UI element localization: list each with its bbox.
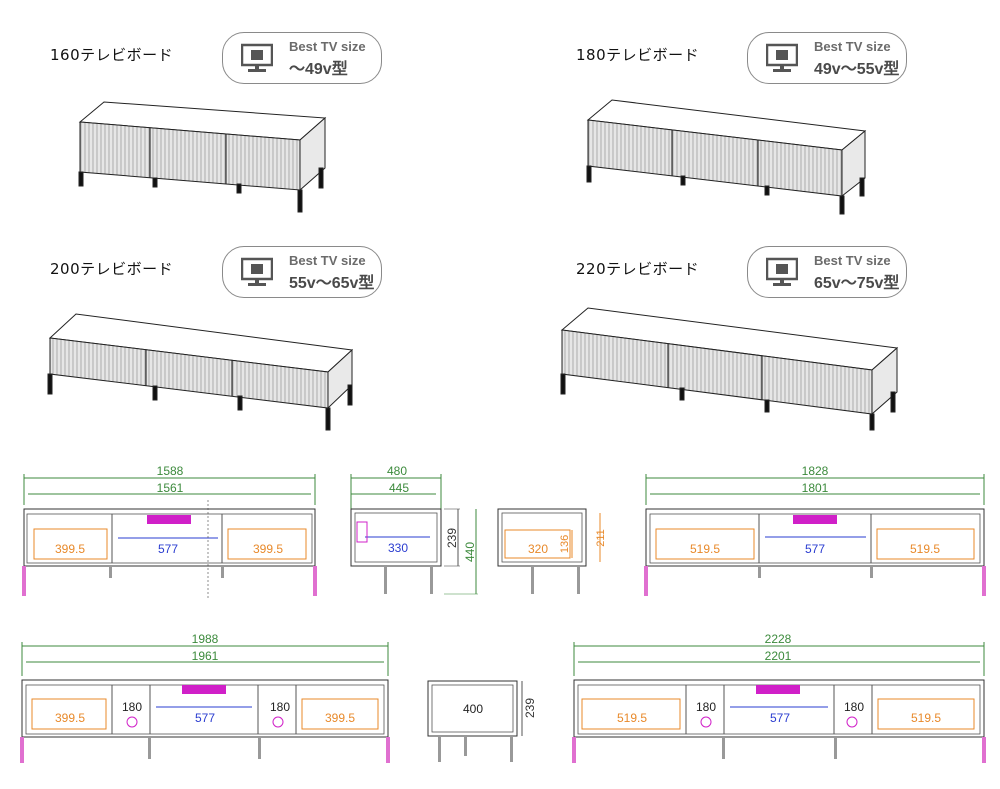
front-view-180: 1828 1801 519.5 519.5 577 [644, 464, 986, 596]
dim-160-right: 399.5 [253, 542, 283, 556]
best-tv-size-value: 49v〜55v型 [814, 61, 900, 78]
dim-side2-h1: 136 [559, 535, 571, 553]
best-tv-size-label: Best TV size [814, 39, 891, 54]
best-tv-size-badge-200: Best TV size 55v〜65v型 [222, 246, 382, 298]
best-tv-size-value: 65v〜75v型 [814, 275, 900, 292]
dim-200-center: 577 [195, 711, 215, 725]
dim-160-center: 577 [158, 542, 178, 556]
tv-board-160-perspective [78, 101, 327, 213]
dim-220-left: 519.5 [617, 711, 647, 725]
dim-180-center: 577 [805, 542, 825, 556]
dim-180-left: 519.5 [690, 542, 720, 556]
dim-side-drawer: 330 [388, 541, 408, 555]
dim-side-inner: 445 [389, 481, 409, 495]
dim-side-outer: 480 [387, 464, 407, 478]
best-tv-size-value: 〜49v型 [289, 61, 348, 78]
front-view-200: 1988 1961 399.5 399.5 180 180 577 [20, 632, 390, 763]
model-label-180: 180テレビボード [576, 46, 700, 64]
dim-side-height: 239 [445, 528, 459, 548]
front-view-160: 1588 1561 399.5 399.5 577 [22, 464, 317, 600]
dim-200-inner: 1961 [192, 649, 219, 663]
best-tv-size-label: Best TV size [289, 39, 366, 54]
dim-160-outer: 1588 [157, 464, 184, 478]
dim-200-small-left: 180 [122, 700, 142, 714]
dim-160-left: 399.5 [55, 542, 85, 556]
best-tv-size-value: 55v〜65v型 [289, 275, 375, 292]
tv-icon [241, 257, 273, 286]
dim-180-right: 519.5 [910, 542, 940, 556]
dim-200-small-right: 180 [270, 700, 290, 714]
dim-220-small-right: 180 [844, 700, 864, 714]
dim-180-inner: 1801 [802, 481, 829, 495]
side-view-depth: 480 445 330 239 440 [350, 464, 478, 595]
dim-220-inner: 2201 [765, 649, 792, 663]
dim-200-left: 399.5 [55, 711, 85, 725]
tv-icon [241, 43, 273, 72]
dim-side-total: 440 [463, 542, 477, 562]
front-view-220: 2228 2201 519.5 519.5 180 180 577 [572, 632, 986, 763]
best-tv-size-badge-180: Best TV size 49v〜55v型 [747, 32, 907, 84]
tv-icon [766, 43, 798, 72]
model-label-160: 160テレビボード [50, 46, 174, 64]
dim-200-outer: 1988 [192, 632, 219, 646]
dim-200b-depth: 400 [463, 702, 483, 716]
side-view-200: 400 239 [427, 680, 537, 762]
tv-board-180-perspective [586, 99, 867, 215]
dim-200b-height: 239 [523, 698, 537, 718]
dim-side2-h2: 211 [595, 529, 607, 547]
best-tv-size-badge-160: Best TV size 〜49v型 [222, 32, 382, 84]
dim-220-outer: 2228 [765, 632, 792, 646]
side-view-drawer: 320 136 211 [497, 508, 607, 594]
best-tv-size-badge-220: Best TV size 65v〜75v型 [747, 246, 907, 298]
model-label-220: 220テレビボード [576, 260, 700, 278]
dim-160-inner: 1561 [157, 481, 184, 495]
dim-180-outer: 1828 [802, 464, 829, 478]
model-label-200: 200テレビボード [50, 260, 174, 278]
best-tv-size-label: Best TV size [814, 253, 891, 268]
dim-220-small-left: 180 [696, 700, 716, 714]
dim-side2-depth: 320 [528, 542, 548, 556]
dim-200-right: 399.5 [325, 711, 355, 725]
tv-board-200-perspective [47, 313, 354, 431]
tv-icon [766, 257, 798, 286]
tv-board-220-perspective [560, 307, 899, 431]
best-tv-size-label: Best TV size [289, 253, 366, 268]
dim-220-right: 519.5 [911, 711, 941, 725]
dim-220-center: 577 [770, 711, 790, 725]
